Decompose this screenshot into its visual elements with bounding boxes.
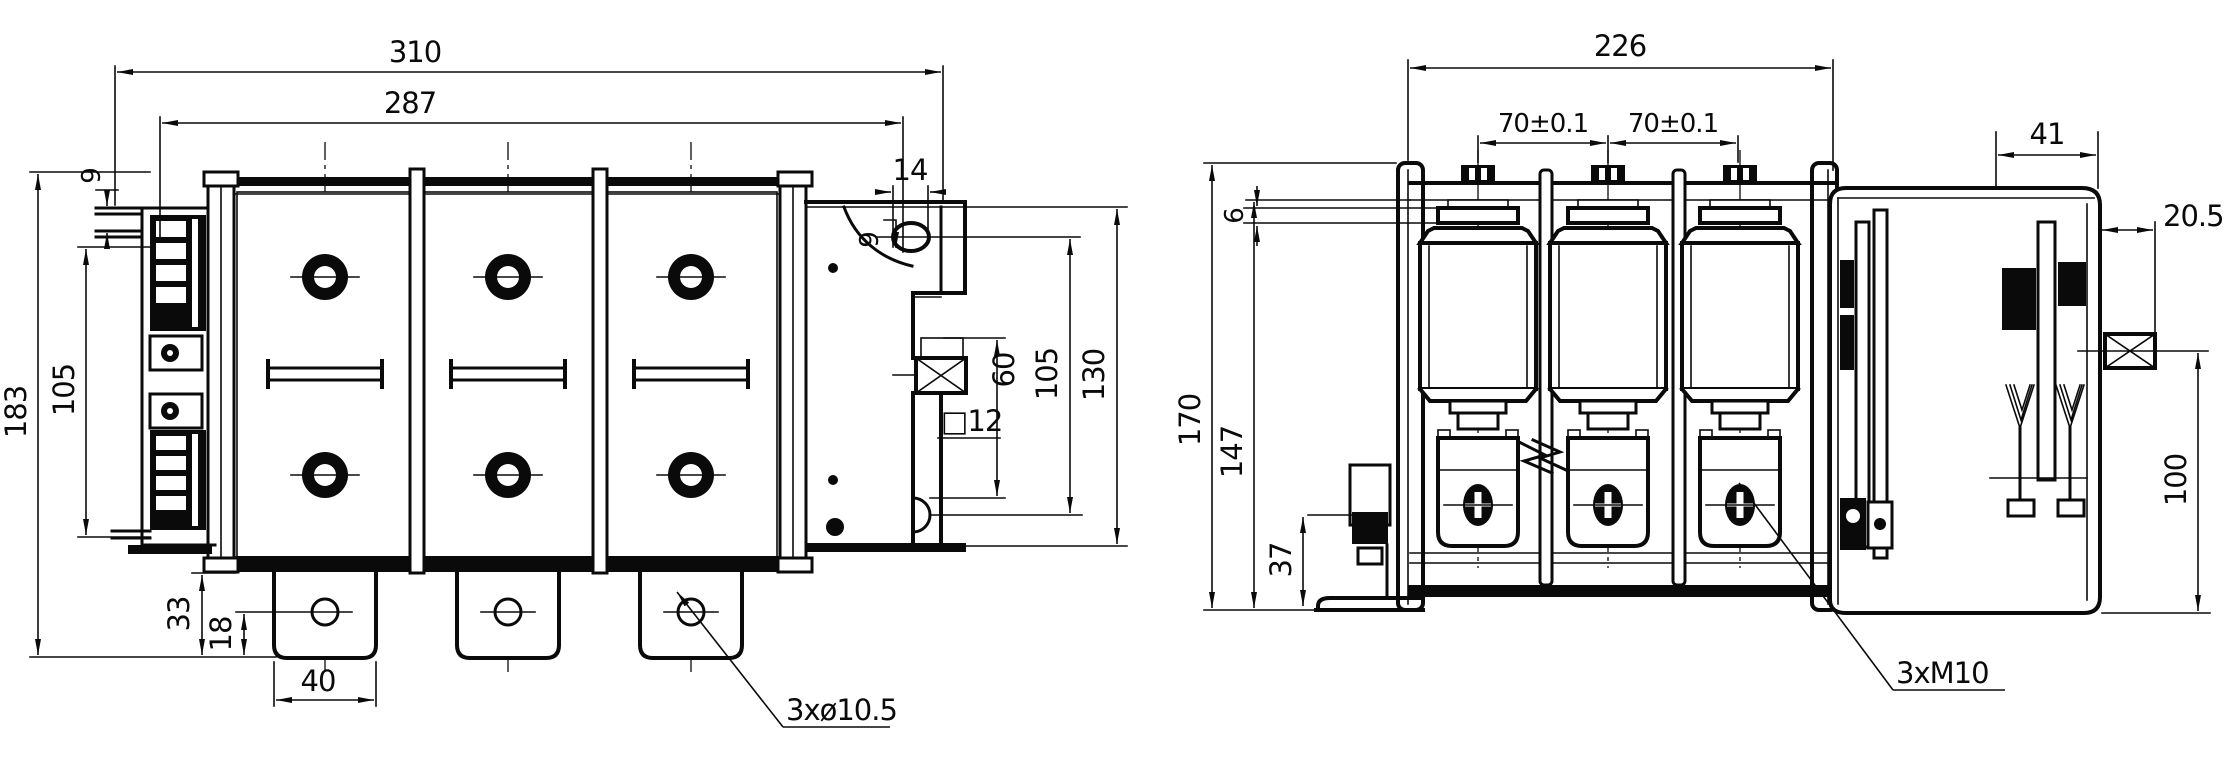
side-view-dimensions: 226 70±0.1 70±0.1 41: [1173, 29, 2225, 691]
dim-40: 40: [273, 661, 377, 707]
dim-label-105-left: 105: [47, 364, 81, 416]
dim-100: 100: [2101, 353, 2211, 614]
pole-3: [632, 254, 750, 498]
aux-wires: [94, 206, 152, 540]
tab-holes: [235, 597, 719, 627]
dim-37: 37: [1264, 514, 1353, 606]
barrier-posts: [408, 167, 609, 575]
dim-9-slot: 9: [855, 219, 899, 248]
vacuum-bottles: [1416, 165, 1802, 548]
dim-287: 287: [159, 86, 904, 253]
dim-label-70b: 70±0.1: [1628, 109, 1718, 139]
left-latch: [1348, 463, 1392, 566]
dim-18: 18: [204, 614, 247, 655]
dim-label-130: 130: [1077, 349, 1111, 401]
dim-label-14: 14: [893, 153, 928, 187]
notch-semicircle: [911, 496, 932, 534]
dim-label-18: 18: [204, 617, 238, 652]
dim-226: 226: [1407, 29, 1834, 171]
side-view: 226 70±0.1 70±0.1 41: [1173, 29, 2225, 691]
pole-1: [266, 254, 384, 498]
dim-70a: 70±0.1: [1477, 109, 1609, 163]
dim-6: 6: [1220, 186, 1260, 246]
bottom-terminal-tabs: [235, 564, 744, 660]
dim-70b: 70±0.1: [1610, 109, 1739, 163]
shaft-square-side: [2077, 332, 2209, 370]
dim-label-40: 40: [301, 664, 336, 698]
dim-label-20-5: 20.5: [2163, 199, 2224, 233]
dim-310: 310: [114, 35, 944, 206]
shaft-square-front: [892, 337, 968, 395]
dim-170: 170: [1173, 162, 1397, 611]
label-square-12: □12: [937, 404, 1003, 439]
leader-label-m10: 3xM10: [1896, 656, 1989, 690]
dim-label-100: 100: [2159, 454, 2193, 506]
dim-label-60: 60: [987, 353, 1021, 388]
dim-label-9-slot: 9: [855, 232, 885, 248]
housing-latch: [1840, 498, 1894, 550]
front-view: 310 287 183 105: [0, 35, 1128, 728]
dim-60: 60: [929, 337, 1021, 499]
pole-bolts-and-slots: [266, 254, 750, 498]
dim-label-183: 183: [0, 386, 33, 438]
dim-41: 41: [1995, 117, 2099, 189]
dim-9-left: 9: [77, 168, 119, 249]
main-panel: [233, 177, 781, 572]
dim-130: 130: [1077, 209, 1120, 544]
front-view-dimensions: 310 287 183 105: [0, 35, 1120, 728]
leader-m10: 3xM10: [1738, 482, 2005, 691]
dim-label-6: 6: [1220, 208, 1250, 224]
dim-label-170: 170: [1173, 394, 1207, 446]
dim-147: 147: [1215, 199, 1411, 608]
aux-terminal-blocks: [94, 206, 217, 554]
dim-20-5: 20.5: [2102, 199, 2225, 341]
dim-label-33: 33: [162, 597, 196, 632]
left-foot-bracket: [1314, 543, 1425, 612]
bottle-2: [1546, 165, 1670, 548]
dim-105-side: 105: [929, 239, 1083, 516]
end-plates: [202, 170, 814, 574]
dim-33: 33: [162, 572, 237, 655]
dim-105-left: 105: [47, 246, 151, 538]
dim-label-37: 37: [1264, 543, 1298, 578]
leader-label-tab-holes: 3xø10.5: [786, 693, 897, 727]
side-mechanism-plate: [804, 200, 1128, 552]
dim-label-287: 287: [384, 86, 436, 120]
dim-183: 183: [0, 171, 277, 658]
dim-label-41: 41: [2030, 117, 2065, 151]
contact-springs: [2004, 383, 2086, 518]
bottle-1: [1416, 165, 1540, 548]
dim-label-9-left: 9: [77, 168, 107, 184]
dim-label-310: 310: [389, 35, 441, 69]
bottle-3: [1678, 165, 1802, 548]
leader-tab-holes: 3xø10.5: [676, 591, 898, 728]
pole-2: [449, 254, 567, 498]
flexible-connectors: [1516, 438, 1568, 475]
dim-label-70a: 70±0.1: [1498, 109, 1588, 139]
dim-label-147: 147: [1215, 426, 1249, 478]
dim-label-105-side: 105: [1030, 348, 1064, 400]
dim-label-square12: □12: [941, 404, 1002, 438]
mechanism-housing: [1828, 186, 2209, 615]
dim-label-226: 226: [1594, 29, 1646, 63]
